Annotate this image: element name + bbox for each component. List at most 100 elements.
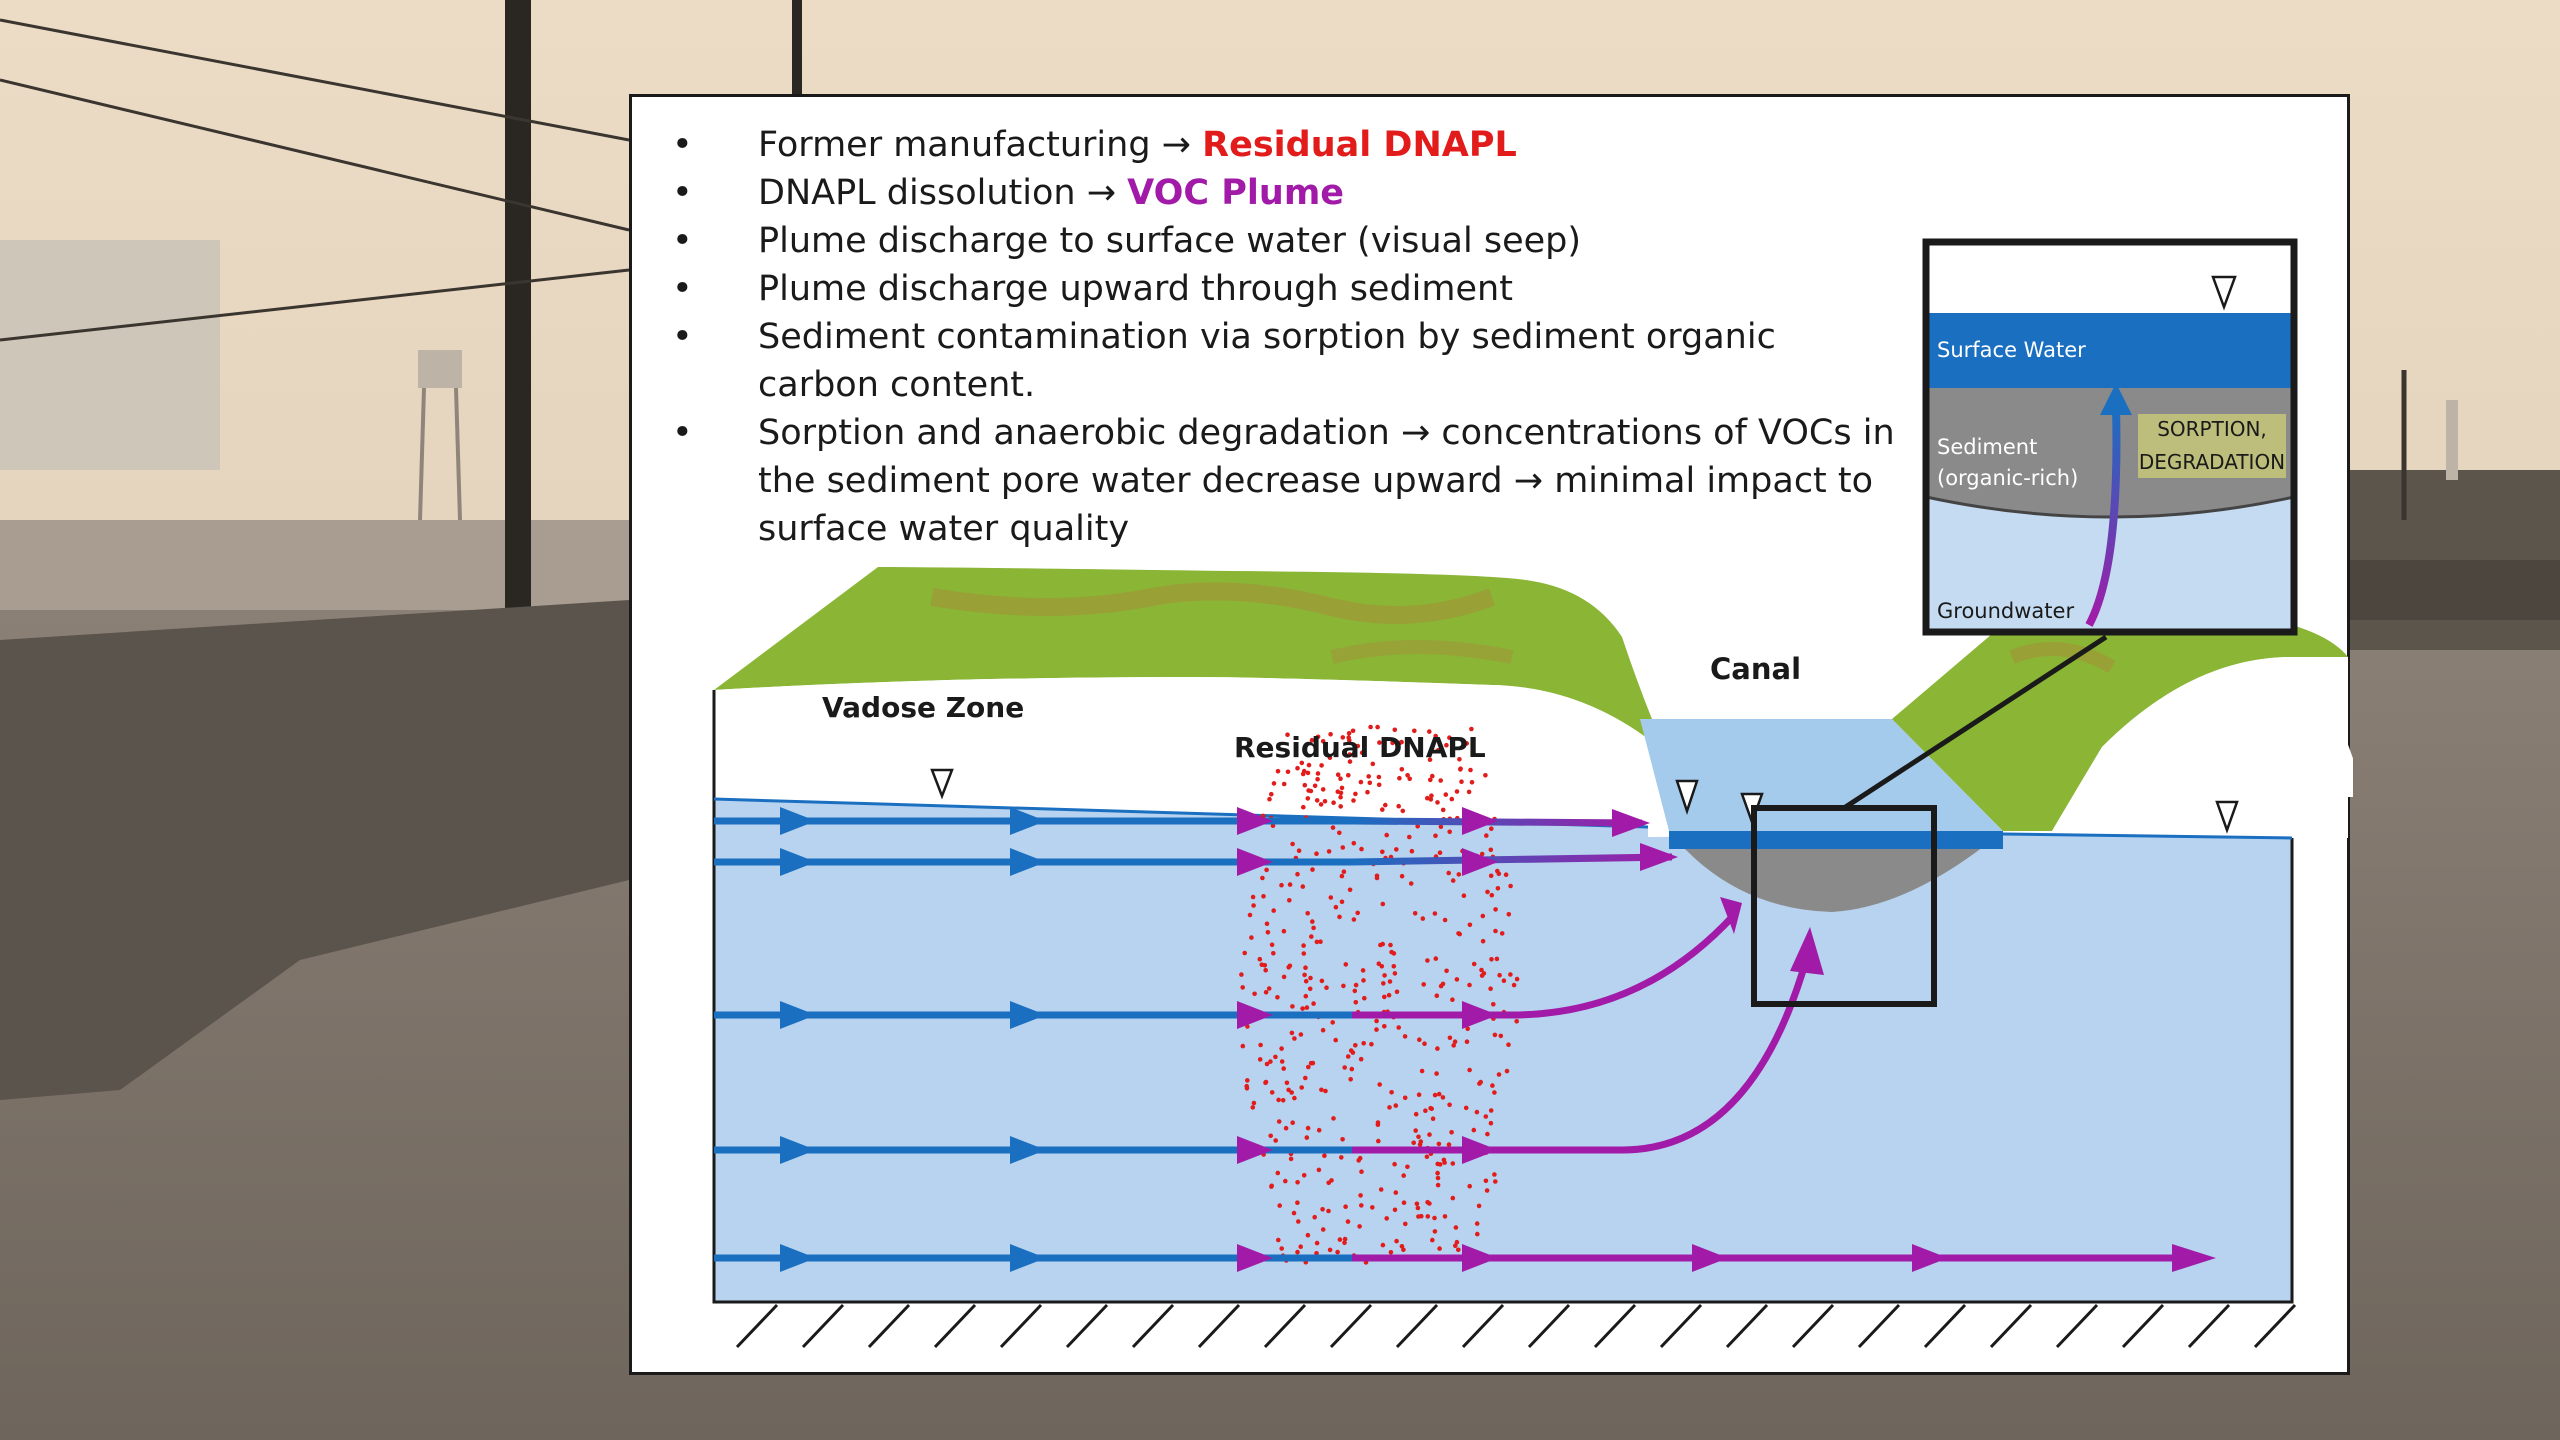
dnapl-droplet	[1295, 765, 1300, 771]
dnapl-droplet	[1438, 983, 1444, 989]
dnapl-droplet	[1367, 780, 1373, 786]
hatch-mark	[1659, 1303, 1703, 1349]
dnapl-droplet	[1303, 993, 1309, 999]
dnapl-droplet	[1402, 1095, 1408, 1101]
dnapl-droplet	[1405, 773, 1410, 778]
dnapl-droplet	[1461, 893, 1467, 898]
dnapl-droplet	[1399, 739, 1404, 745]
dnapl-droplet	[1269, 942, 1275, 948]
dnapl-droplet	[1392, 727, 1398, 733]
dnapl-droplet	[1475, 1231, 1480, 1237]
dnapl-droplet	[1450, 1161, 1456, 1166]
dnapl-droplet	[1474, 1109, 1480, 1115]
dnapl-droplet	[1270, 823, 1276, 828]
dnapl-droplet	[1290, 1120, 1295, 1125]
dnapl-droplet	[1440, 807, 1446, 813]
dnapl-droplet	[1433, 833, 1438, 839]
dnapl-droplet	[1465, 1026, 1470, 1032]
dnapl-droplet	[1316, 1127, 1322, 1133]
dnapl-droplet	[1331, 1116, 1336, 1121]
dnapl-droplet	[1320, 1027, 1326, 1033]
dnapl-droplet	[1440, 1095, 1446, 1100]
dnapl-droplet	[1474, 1221, 1480, 1226]
dnapl-droplet	[1281, 974, 1287, 980]
voc-plume-highlight: VOC Plume	[1127, 173, 1345, 213]
dnapl-droplet	[1285, 769, 1291, 775]
dnapl-droplet	[1467, 922, 1473, 928]
dnapl-droplet	[1423, 1108, 1428, 1113]
dnapl-droplet	[1425, 958, 1430, 963]
dnapl-droplet	[1416, 1092, 1422, 1097]
dnapl-droplet	[1247, 912, 1253, 918]
hatch-mark	[1923, 1303, 1967, 1349]
dnapl-droplet	[1358, 779, 1364, 785]
dnapl-droplet	[1435, 1175, 1441, 1181]
dnapl-droplet	[1483, 773, 1488, 778]
building	[0, 240, 220, 470]
hatch-mark	[1263, 1303, 1307, 1349]
dnapl-droplet	[1453, 1243, 1458, 1249]
dnapl-droplet	[1399, 767, 1405, 772]
dnapl-droplet	[1240, 1043, 1246, 1049]
dnapl-droplet	[1484, 1188, 1490, 1193]
dnapl-droplet	[1298, 1244, 1303, 1249]
dnapl-droplet	[1420, 916, 1426, 921]
dnapl-droplet	[1300, 884, 1306, 889]
dnapl-droplet	[1488, 1120, 1494, 1126]
dnapl-droplet	[1407, 776, 1412, 782]
dnapl-droplet	[1291, 1210, 1297, 1216]
dnapl-droplet	[1316, 1167, 1322, 1173]
water-tower	[418, 350, 462, 388]
dnapl-droplet	[1347, 752, 1352, 757]
dnapl-droplet	[1419, 1213, 1424, 1219]
dnapl-droplet	[1467, 1183, 1472, 1189]
dnapl-droplet	[1368, 724, 1373, 730]
dnapl-droplet	[1351, 840, 1357, 846]
dnapl-droplet	[1276, 1097, 1281, 1103]
dnapl-droplet	[1337, 830, 1342, 836]
dnapl-droplet	[1349, 1066, 1355, 1072]
dnapl-droplet	[1437, 1246, 1442, 1251]
dnapl-droplet	[1449, 1130, 1454, 1135]
dnapl-droplet	[1467, 1067, 1472, 1073]
bedrock-hatching	[735, 1303, 2297, 1349]
dnapl-droplet	[1435, 800, 1440, 805]
grass-right	[1892, 616, 2348, 831]
dnapl-droplet	[1281, 1066, 1286, 1071]
dnapl-droplet	[1314, 939, 1320, 945]
dnapl-droplet	[1374, 1018, 1379, 1024]
dnapl-droplet	[1268, 1059, 1273, 1064]
dnapl-droplet	[1485, 889, 1490, 895]
dnapl-droplet	[1376, 774, 1382, 780]
dnapl-droplet	[1340, 735, 1346, 740]
dnapl-droplet	[1400, 808, 1406, 814]
dnapl-droplet	[1308, 788, 1314, 794]
dnapl-droplet	[1409, 848, 1415, 854]
bullet-item: Former manufacturing → Residual DNAPL	[672, 121, 1922, 169]
dnapl-droplet	[1413, 1111, 1419, 1117]
dnapl-droplet	[1288, 1156, 1294, 1162]
dnapl-droplet	[1328, 895, 1334, 900]
dnapl-droplet	[1488, 986, 1493, 991]
hatch-mark	[999, 1303, 1043, 1349]
dnapl-droplet	[1335, 1249, 1340, 1255]
dnapl-droplet	[1413, 1128, 1418, 1133]
dnapl-droplet	[1339, 1155, 1344, 1160]
dnapl-droplet	[1304, 1135, 1310, 1140]
dnapl-droplet	[1415, 824, 1420, 829]
dnapl-droplet	[1378, 942, 1383, 948]
dnapl-droplet	[1301, 804, 1306, 810]
dnapl-droplet	[1353, 1043, 1358, 1048]
dnapl-droplet	[1269, 1090, 1275, 1095]
dnapl-droplet	[1469, 780, 1475, 785]
dnapl-droplet	[1302, 972, 1307, 978]
dnapl-droplet	[1456, 872, 1462, 877]
dnapl-droplet	[1315, 771, 1321, 776]
dnapl-droplet	[1393, 1190, 1399, 1195]
dnapl-droplet	[1314, 1251, 1319, 1256]
dnapl-droplet	[1311, 1001, 1316, 1006]
dnapl-droplet	[1351, 798, 1356, 803]
dnapl-droplet	[1435, 1161, 1440, 1167]
dnapl-droplet	[1451, 1043, 1456, 1048]
dnapl-droplet	[1361, 978, 1366, 983]
